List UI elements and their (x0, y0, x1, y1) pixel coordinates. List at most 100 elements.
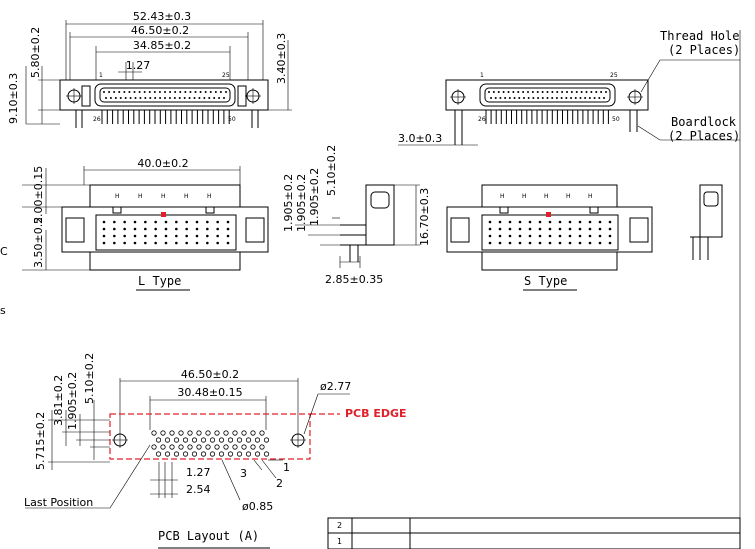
pin-dot (128, 91, 131, 93)
pcb-pin-hole (209, 451, 216, 457)
s-pin-label-50: 50 (612, 116, 620, 123)
pin-dot (507, 91, 510, 93)
pin-dot (588, 227, 592, 231)
pin-dot (185, 220, 188, 224)
pin-dot (199, 91, 202, 93)
dim-mount-width: 46.50±0.2 (131, 24, 189, 37)
pin-dot (219, 91, 222, 93)
pin-dot (123, 234, 126, 238)
pin-dot (133, 234, 137, 238)
pin-dot (164, 220, 168, 224)
pin-dot (185, 234, 188, 238)
s-type-front-view (446, 184, 723, 291)
pin-dot (144, 241, 147, 245)
l-type-front-view (22, 166, 269, 291)
pin-dot (158, 91, 161, 93)
pin-dot (216, 241, 219, 245)
pin-dot (174, 91, 177, 93)
pcb-pin-hole (263, 437, 270, 443)
h-mark: H (115, 193, 120, 200)
pin-dot (531, 91, 534, 93)
pin-dot (508, 227, 512, 231)
pcb-pin-hole (263, 451, 270, 457)
pin-dot (598, 234, 602, 238)
pcb-pin-hole (169, 444, 175, 450)
side-dim-bottom: 2.85±0.35 (325, 273, 383, 286)
pin-dot (113, 220, 116, 224)
pin-dot (541, 97, 544, 99)
h-mark: H (161, 193, 166, 200)
pin-dot (518, 97, 521, 99)
pin-dot (185, 241, 188, 245)
pin-dot (102, 227, 106, 231)
pin-dot (149, 97, 152, 99)
pin-dot (118, 91, 121, 93)
pin-dot (119, 97, 122, 99)
pin-dot (551, 91, 554, 93)
pin-dot (508, 234, 512, 238)
pcb-layout (25, 378, 350, 549)
side-view (295, 184, 420, 268)
pin-dot (218, 97, 221, 99)
revision-table (327, 517, 741, 549)
pin-dot (528, 234, 532, 238)
pcb-pin-hole (160, 444, 166, 450)
pcb-pin-hole (254, 437, 261, 443)
pin-dot (588, 220, 592, 224)
pcb-pin-hole (169, 430, 175, 436)
pin-dot (189, 91, 192, 93)
pcb-pin-hole (182, 437, 189, 443)
pin-dot (546, 97, 549, 99)
pcb-pin-hole (164, 451, 171, 457)
pin-dot (175, 241, 178, 245)
pin-dot (528, 220, 532, 224)
pin-dot (555, 97, 558, 99)
pin-dot (558, 234, 562, 238)
pin-dot (133, 91, 136, 93)
pin-dot (113, 91, 116, 93)
pcb-pin-hole (227, 451, 234, 457)
pcb-pin-hole (160, 430, 166, 436)
pin-dot (144, 227, 147, 231)
pcb-layout-title: PCB Layout (A) (158, 529, 259, 543)
pcb-pin-holes (151, 430, 270, 457)
pin-dot (537, 97, 540, 99)
pin-dot (226, 220, 230, 224)
dim-shell-width: 34.85±0.2 (133, 39, 191, 52)
pcb-pin-hole (196, 444, 202, 450)
pin-dot (226, 234, 230, 238)
pin-dot (538, 234, 542, 238)
pin-dot (560, 97, 563, 99)
pin-dot (527, 91, 529, 93)
thread-hole-label: Thread Hole (660, 29, 739, 43)
pcb-edge-label: PCB EDGE (345, 407, 407, 420)
pin-dot (499, 97, 502, 99)
dim-boardlock: 3.0±0.3 (398, 132, 442, 145)
pin-label-26: 26 (93, 116, 101, 123)
s-top-view-bottom-pins (485, 110, 609, 124)
pin-dot (175, 220, 178, 224)
pin-dot (578, 220, 582, 224)
pin-dot (175, 227, 178, 231)
pcb-pin-hole (178, 430, 184, 436)
pin-dot (179, 91, 182, 93)
pin-dot (173, 97, 176, 99)
pin-dot (558, 220, 562, 224)
pin-dot (206, 227, 209, 231)
pin-dot (113, 227, 116, 231)
pin-dot (527, 97, 530, 99)
pin-dot (598, 97, 601, 99)
pin-dot (585, 91, 588, 93)
pin-dot (508, 241, 512, 245)
pin-dot (129, 97, 132, 99)
pin-dot (139, 97, 142, 99)
pin-dot (561, 91, 564, 93)
pin-dot (105, 97, 107, 99)
pcb-pin-hole (232, 430, 238, 436)
pin-dot (513, 97, 516, 99)
pcb-pin-hole (236, 451, 243, 457)
pcb-dim-pins: 30.48±0.15 (177, 386, 242, 399)
pin-dot (185, 227, 188, 231)
s-pin-label-25: 25 (610, 72, 618, 79)
l-type-pin-field (102, 220, 230, 245)
